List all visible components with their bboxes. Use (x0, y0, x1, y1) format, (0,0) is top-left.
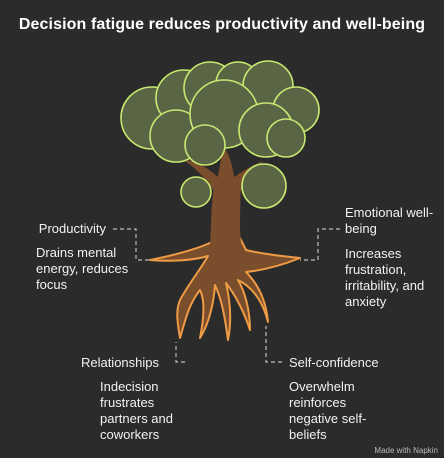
description-self-confidence: Overwhelm reinforces negative self-belie… (289, 379, 367, 442)
footer-credit: Made with Napkin (374, 446, 438, 455)
connector-emotional (300, 228, 340, 261)
description-productivity: Drains mental energy, reduces focus (36, 245, 129, 292)
connector-relationships (175, 342, 185, 363)
tree-canopy (120, 60, 320, 209)
label-emotional-well-being: Emotional well-being (345, 205, 434, 236)
label-self-confidence: Self-confidence (289, 355, 379, 370)
tree-roots (149, 237, 301, 341)
connector-lines (113, 228, 340, 363)
description-emotional-well-being: Increases frustration, irritability, and… (345, 246, 425, 309)
description-relationships: Indecision frustrates partners and cowor… (100, 379, 173, 442)
diagram-title: Decision fatigue reduces productivity an… (18, 16, 426, 33)
label-relationships: Relationships (80, 355, 159, 370)
footer-text: Made with Napkin (374, 446, 438, 455)
connector-productivity (113, 228, 152, 261)
connector-self-confidence (265, 326, 282, 363)
label-productivity: Productivity (38, 221, 106, 236)
